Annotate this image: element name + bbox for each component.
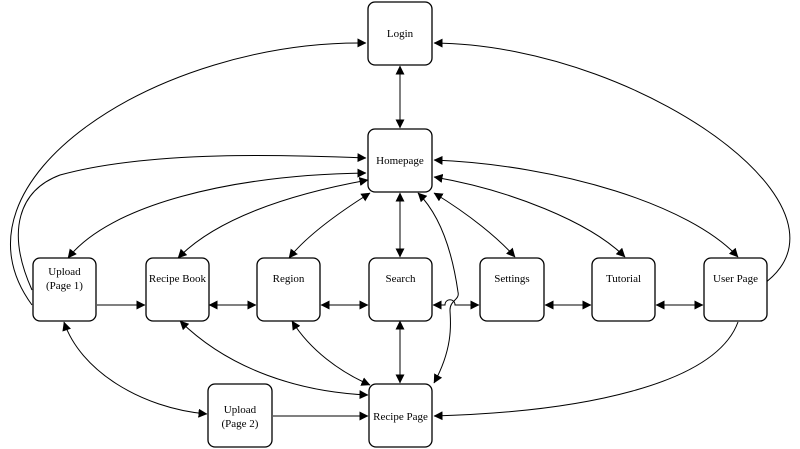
edge-search-settings xyxy=(432,299,480,310)
edge-homepage-userpage xyxy=(433,155,739,258)
node-label: Recipe Book xyxy=(149,273,207,285)
edge-homepage-settings xyxy=(433,192,516,258)
node-label: Settings xyxy=(494,273,529,285)
node-recipe-page: Recipe Page xyxy=(368,383,433,448)
node-label: Search xyxy=(386,273,416,285)
node-upload-page-2: Upload (Page 2) xyxy=(207,383,273,448)
node-region: Region xyxy=(256,257,321,322)
edges xyxy=(9,38,791,421)
node-label: Homepage xyxy=(376,155,424,167)
edge-userpage-login xyxy=(433,38,791,299)
node-label: Recipe Page xyxy=(373,411,428,423)
edge-homepage-tutorial xyxy=(433,174,626,258)
node-search: Search xyxy=(368,257,433,322)
node-recipe-book: Recipe Book xyxy=(145,257,210,322)
node-homepage: Homepage xyxy=(367,128,433,193)
node-label-line-1: Upload xyxy=(224,404,257,416)
edge-homepage-recipebook xyxy=(177,177,369,259)
node-settings: Settings xyxy=(479,257,545,322)
edge-recipepage-homepage xyxy=(417,192,459,384)
edge-upload1-homepage xyxy=(18,153,367,291)
node-label-line-2: (Page 1) xyxy=(46,280,83,292)
edge-upload1-login xyxy=(9,38,367,306)
node-label: Tutorial xyxy=(606,273,641,285)
node-label-line-2: (Page 2) xyxy=(222,418,259,430)
edge-upload1-upload2 xyxy=(62,321,208,418)
edge-recipebook-recipepage xyxy=(179,320,369,400)
edge-homepage-upload1 xyxy=(67,168,367,259)
node-label: User Page xyxy=(713,273,758,285)
edge-userpage-recipepage xyxy=(433,321,739,421)
node-login: Login xyxy=(367,1,433,66)
node-tutorial: Tutorial xyxy=(591,257,656,322)
edge-region-recipepage xyxy=(291,320,371,386)
node-label-line-1: Upload xyxy=(48,266,81,278)
node-user-page: User Page xyxy=(703,257,768,322)
edge-homepage-region xyxy=(288,192,371,259)
node-label: Login xyxy=(387,28,414,40)
node-label: Region xyxy=(273,273,305,285)
node-upload-page-1: Upload (Page 1) xyxy=(32,257,97,322)
